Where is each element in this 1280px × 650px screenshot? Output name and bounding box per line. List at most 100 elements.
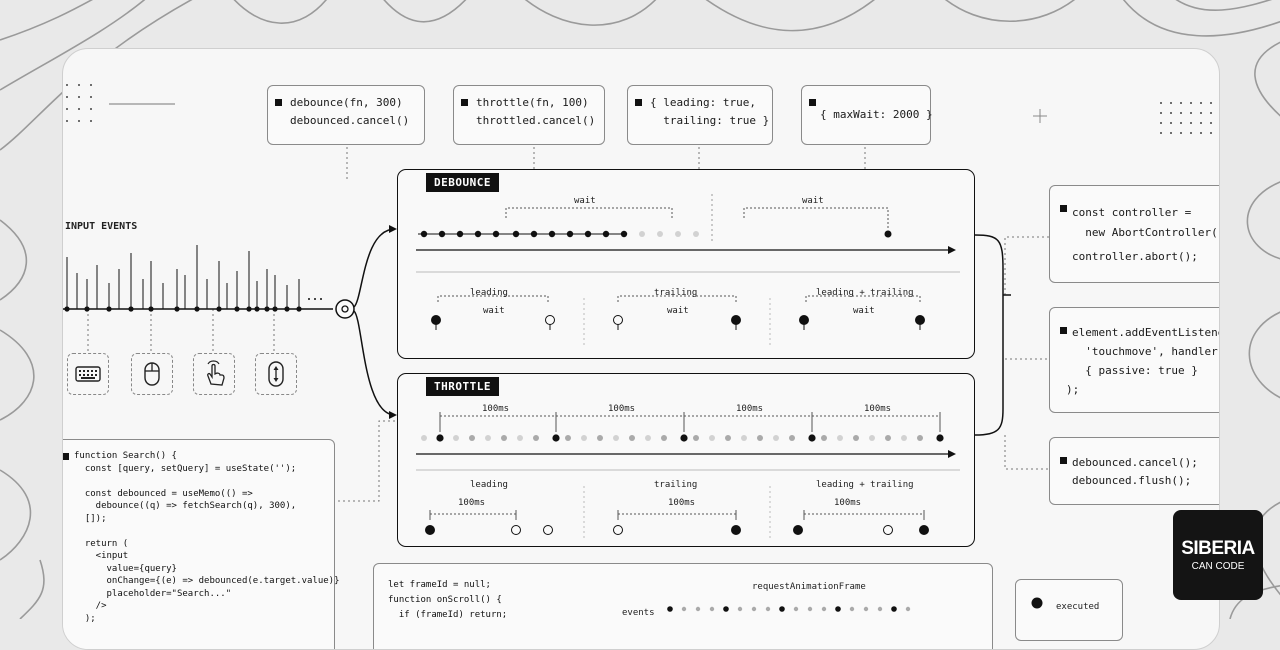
event-dot [148,306,154,312]
logo-line2: CAN CODE [1191,561,1245,572]
mode-dot [511,525,521,535]
event-dot [128,306,134,312]
event-dot [789,435,795,441]
event-dot [853,435,859,441]
mode-dot [543,525,553,535]
event-dot [661,435,667,441]
mode-label-trailing: trailing [654,288,698,298]
event-dot [485,435,491,441]
event-dot [885,435,891,441]
raf-box: let frameId = null; function onScroll() … [373,563,993,649]
event-dot [863,606,869,612]
debounce-timeline [416,194,960,348]
executed-dot [835,606,841,612]
mode-dot [731,525,741,535]
event-dot [751,606,757,612]
wait-label: wait [853,306,875,316]
wait-label: wait [802,196,824,206]
code-line: const controller = [1072,206,1192,219]
raf-title: requestAnimationFrame [752,582,866,592]
event-dot [106,306,112,312]
wait-bracket [743,207,889,228]
mode-dot [731,315,741,325]
wait-bracket [505,207,673,218]
raf-event-track [667,606,911,612]
logo-line1: SIBERIA [1181,538,1255,559]
event-dot [695,606,701,612]
touch-icon [193,353,235,395]
api-line: throttled.cancel() [476,114,596,127]
ellipsis-dot [320,298,322,300]
event-dot [629,435,635,441]
debounce-panel: DEBOUNCE wait wait leading trailing lead… [397,169,975,359]
mouse-icon [131,353,173,395]
suppressed-dot [675,231,681,237]
executed-dot [891,606,897,612]
interval-label: 100ms [458,498,486,508]
mode-dot [545,315,555,325]
mode-label-trailing: trailing [654,480,698,490]
event-dot [901,435,907,441]
wait-bracket [437,295,549,302]
event-dot [254,306,260,312]
api-line: trailing: true } [650,114,770,127]
ellipsis-dot [314,298,316,300]
mode-label-leading: leading [470,480,508,490]
executed-dot [779,606,785,612]
legend-executed: executed [1056,602,1100,612]
event-dot [533,435,539,441]
event-dot [737,606,743,612]
code-line: debounced.flush(); [1072,474,1192,487]
event-dot [469,435,475,441]
event-dot [917,435,923,441]
scroll-wheel-icon [255,353,297,395]
interval-label: 100ms [668,498,696,508]
api-box-debounce: debounce(fn, 300) debounced.cancel() [267,85,425,145]
code-line: { passive: true } [1072,364,1198,377]
event-dot [773,435,779,441]
debounce-tag: DEBOUNCE [426,173,499,192]
api-line: { leading: true, [650,96,756,109]
debounce-cancel-box: debounced.cancel(); debounced.flush(); [1049,437,1219,505]
raf-code: let frameId = null; function onScroll() … [388,580,508,620]
event-dot [272,306,278,312]
api-line: { maxWait: 2000 } [820,108,933,121]
interval-label: 100ms [736,404,764,414]
wait-label: wait [667,306,689,316]
event-dot [216,306,222,312]
event-dot [234,306,240,312]
executed-dot [680,434,688,442]
legend-box: executed [1015,579,1123,641]
code-line: element.addEventListener( [1072,326,1219,339]
api-line: debounced.cancel() [290,114,410,127]
event-dot [284,306,290,312]
executed-dot [884,230,892,238]
keyboard-icon [67,353,109,395]
event-dot [709,435,715,441]
mode-dot [799,315,809,325]
event-dot [757,435,763,441]
api-box-maxwait: { maxWait: 2000 } [801,85,933,145]
event-dot [725,435,731,441]
interval-label: 100ms [482,404,510,414]
wait-bracket [617,295,737,302]
react-code-box: function Search() { const [query, setQue… [63,439,340,649]
mode-dot [613,315,623,325]
event-dot [821,606,827,612]
mode-label-leading-trailing: leading + trailing [816,480,914,490]
suppressed-dot [639,231,645,237]
executed-dot-icon [1031,597,1043,609]
executed-dot [808,434,816,442]
event-dot [741,435,747,441]
event-listener-box: element.addEventListener( 'touchmove', h… [1049,307,1220,413]
code-line: 'touchmove', handler, [1072,345,1220,358]
suppressed-dot [693,231,699,237]
interval-label: 100ms [834,498,862,508]
event-dot [613,435,619,441]
throttle-tag: THROTTLE [426,377,499,396]
suppressed-dot [657,231,663,237]
raf-events-label: events [622,608,655,618]
event-dot [877,606,883,612]
mode-dot [613,525,623,535]
abort-controller-box: const controller = new AbortController()… [1049,185,1219,283]
